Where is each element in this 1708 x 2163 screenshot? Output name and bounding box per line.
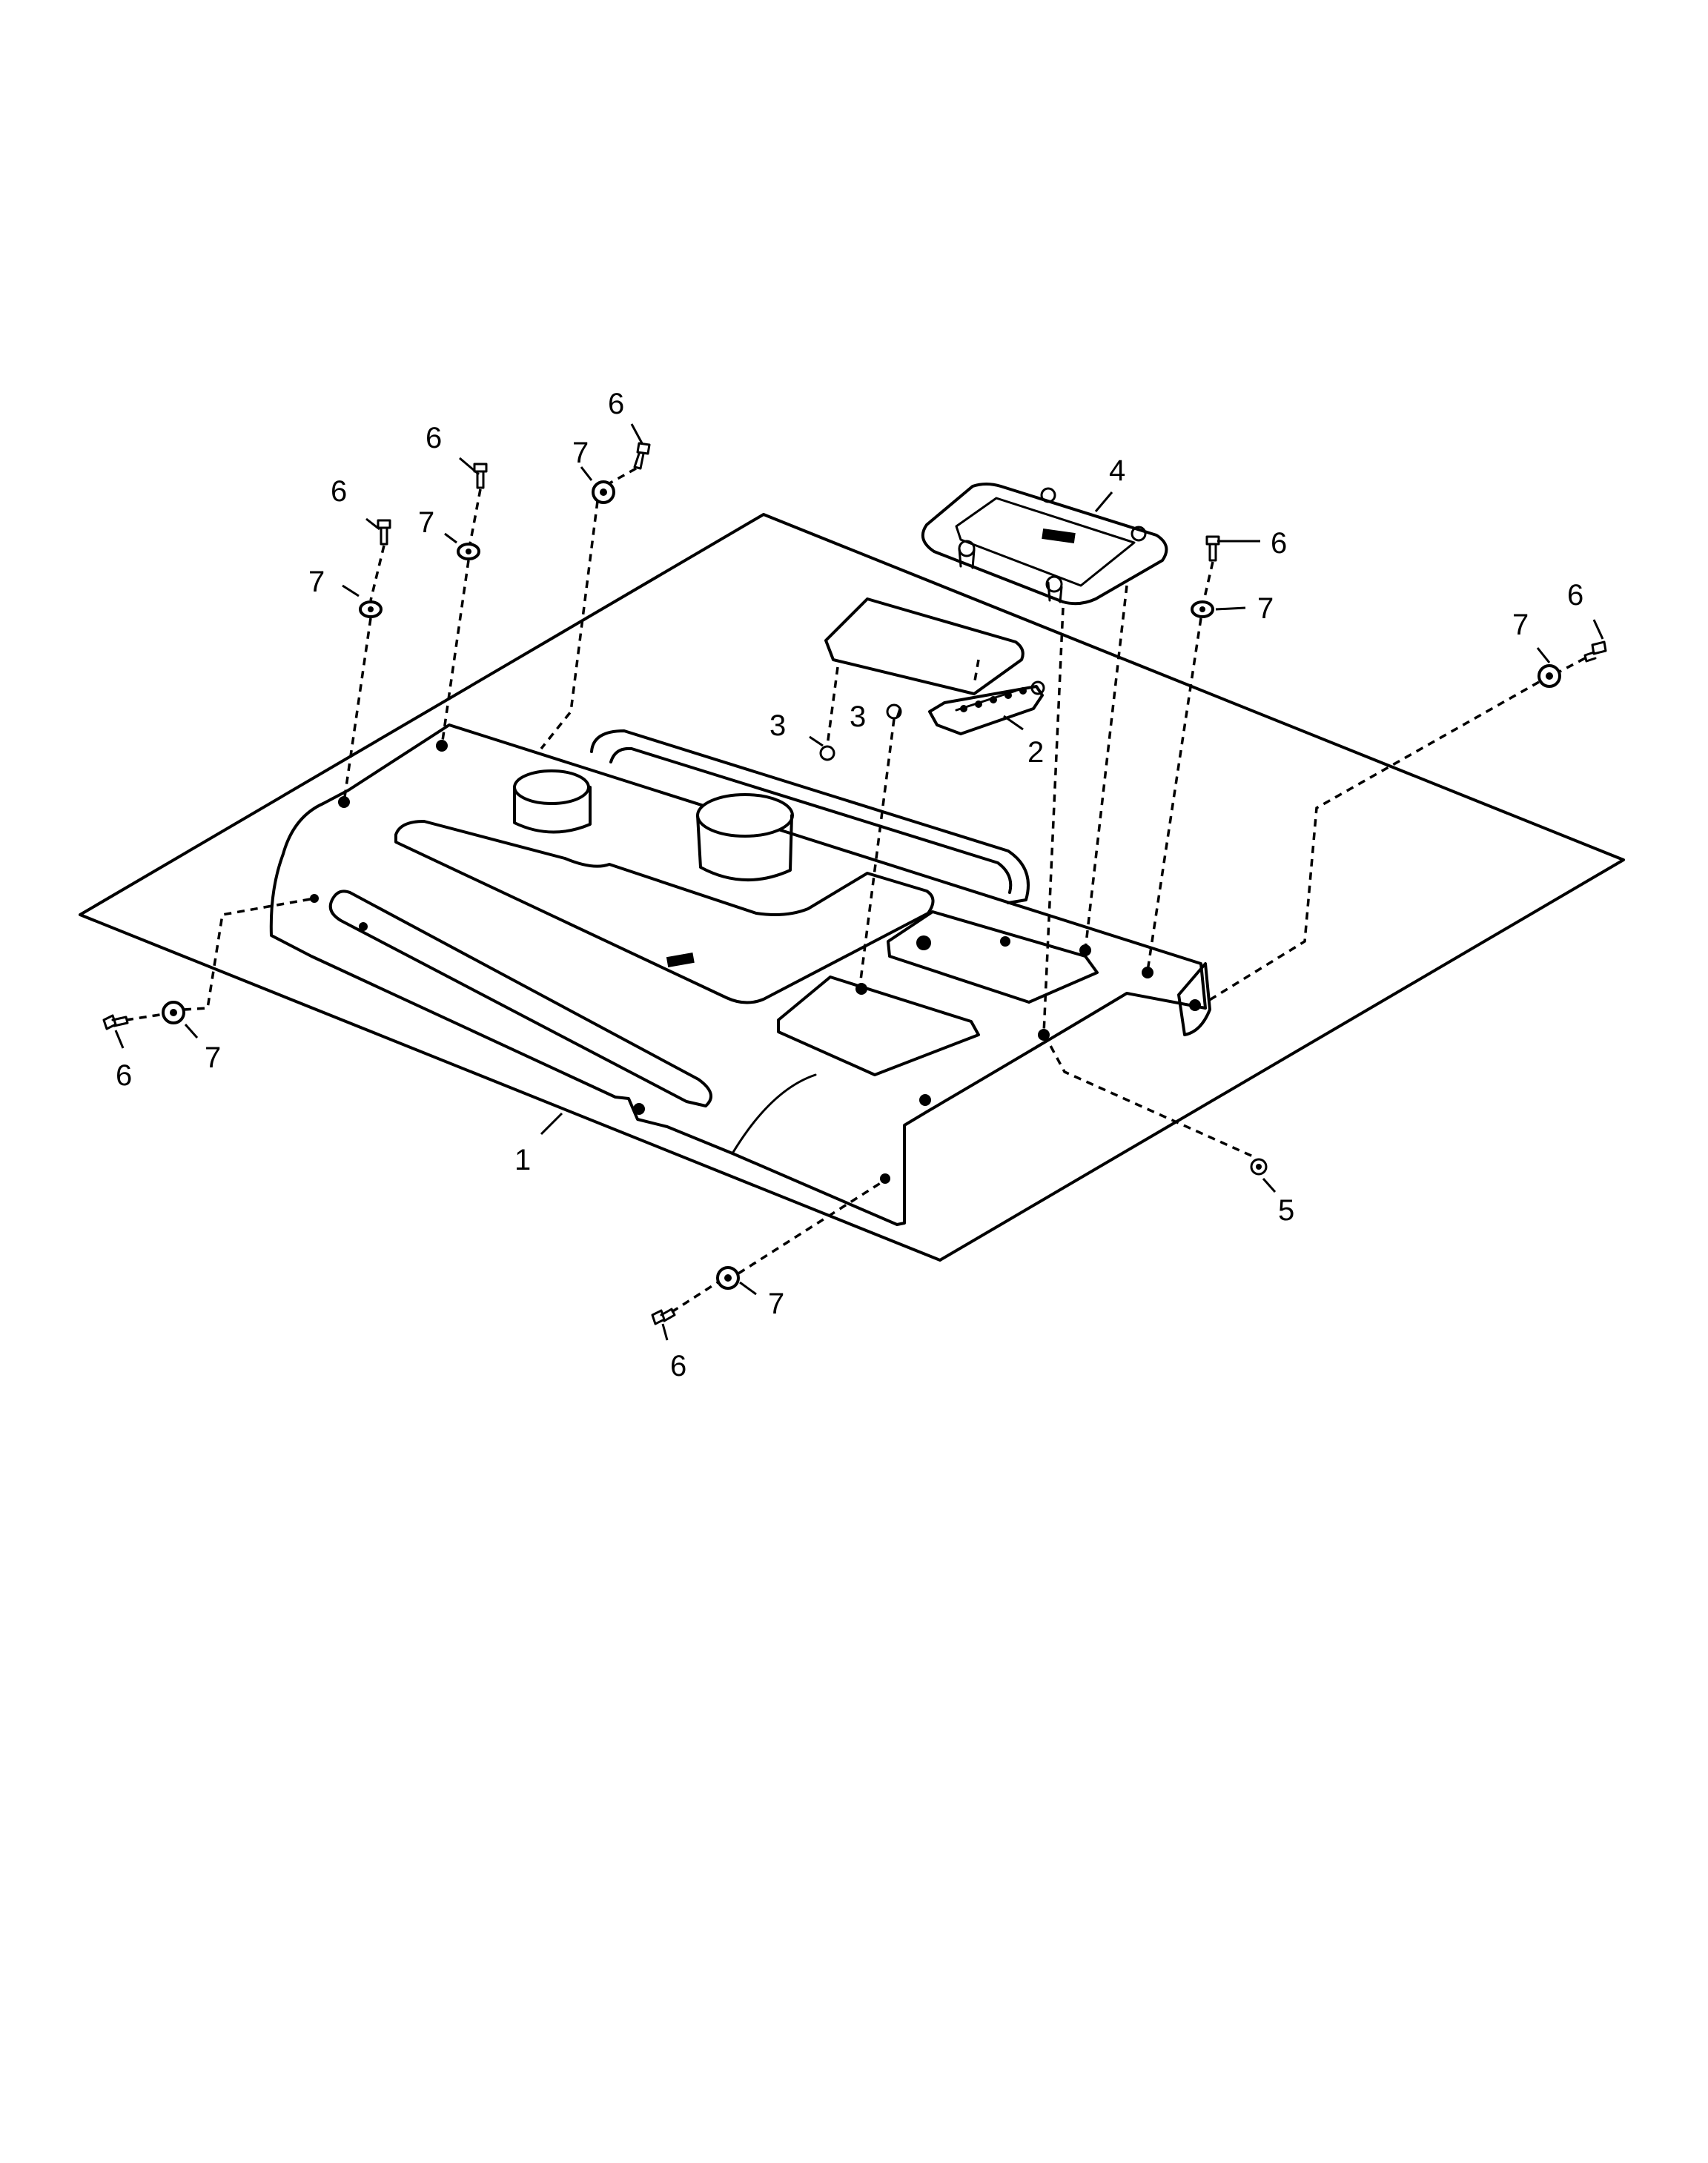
callout-7-bottom: 7: [768, 1288, 784, 1320]
callout-1: 1: [514, 1144, 531, 1176]
callout-3-left: 3: [769, 709, 786, 742]
callout-5: 5: [1278, 1194, 1294, 1227]
main-panel: [269, 723, 1211, 1226]
callout-7-right: 7: [1257, 592, 1274, 625]
callout-7-upper-left: 7: [308, 566, 325, 598]
callout-6-right: 6: [1271, 527, 1287, 560]
callout-labels: 1 2 3 3 4 5 6 6 6 6 6 6 6 7 7 7 7 7 7 7: [116, 388, 1583, 1382]
callout-7-lower-left: 7: [205, 1041, 221, 1074]
leader-lines: [114, 423, 1604, 1341]
callout-6-top: 6: [608, 388, 624, 420]
callout-6-bottom: 6: [670, 1350, 686, 1382]
callout-3-right: 3: [850, 700, 866, 733]
callout-7-top: 7: [572, 437, 589, 469]
callout-7-far-right: 7: [1512, 609, 1529, 641]
hinge: [928, 680, 1045, 735]
fasteners: [102, 442, 1607, 1325]
gasket-plate: [824, 597, 1025, 695]
callout-6-far-right: 6: [1567, 579, 1583, 612]
callout-6-left: 6: [426, 422, 442, 454]
assembly-lines: [125, 467, 1586, 1314]
callout-6-lower-left: 6: [116, 1059, 132, 1092]
cover-frame: [921, 483, 1168, 606]
callout-4: 4: [1109, 454, 1125, 487]
callout-2: 2: [1027, 736, 1044, 769]
callout-6-upper-left: 6: [331, 475, 347, 508]
reference-plane: [79, 513, 1625, 1262]
callout-7-left: 7: [418, 506, 434, 539]
